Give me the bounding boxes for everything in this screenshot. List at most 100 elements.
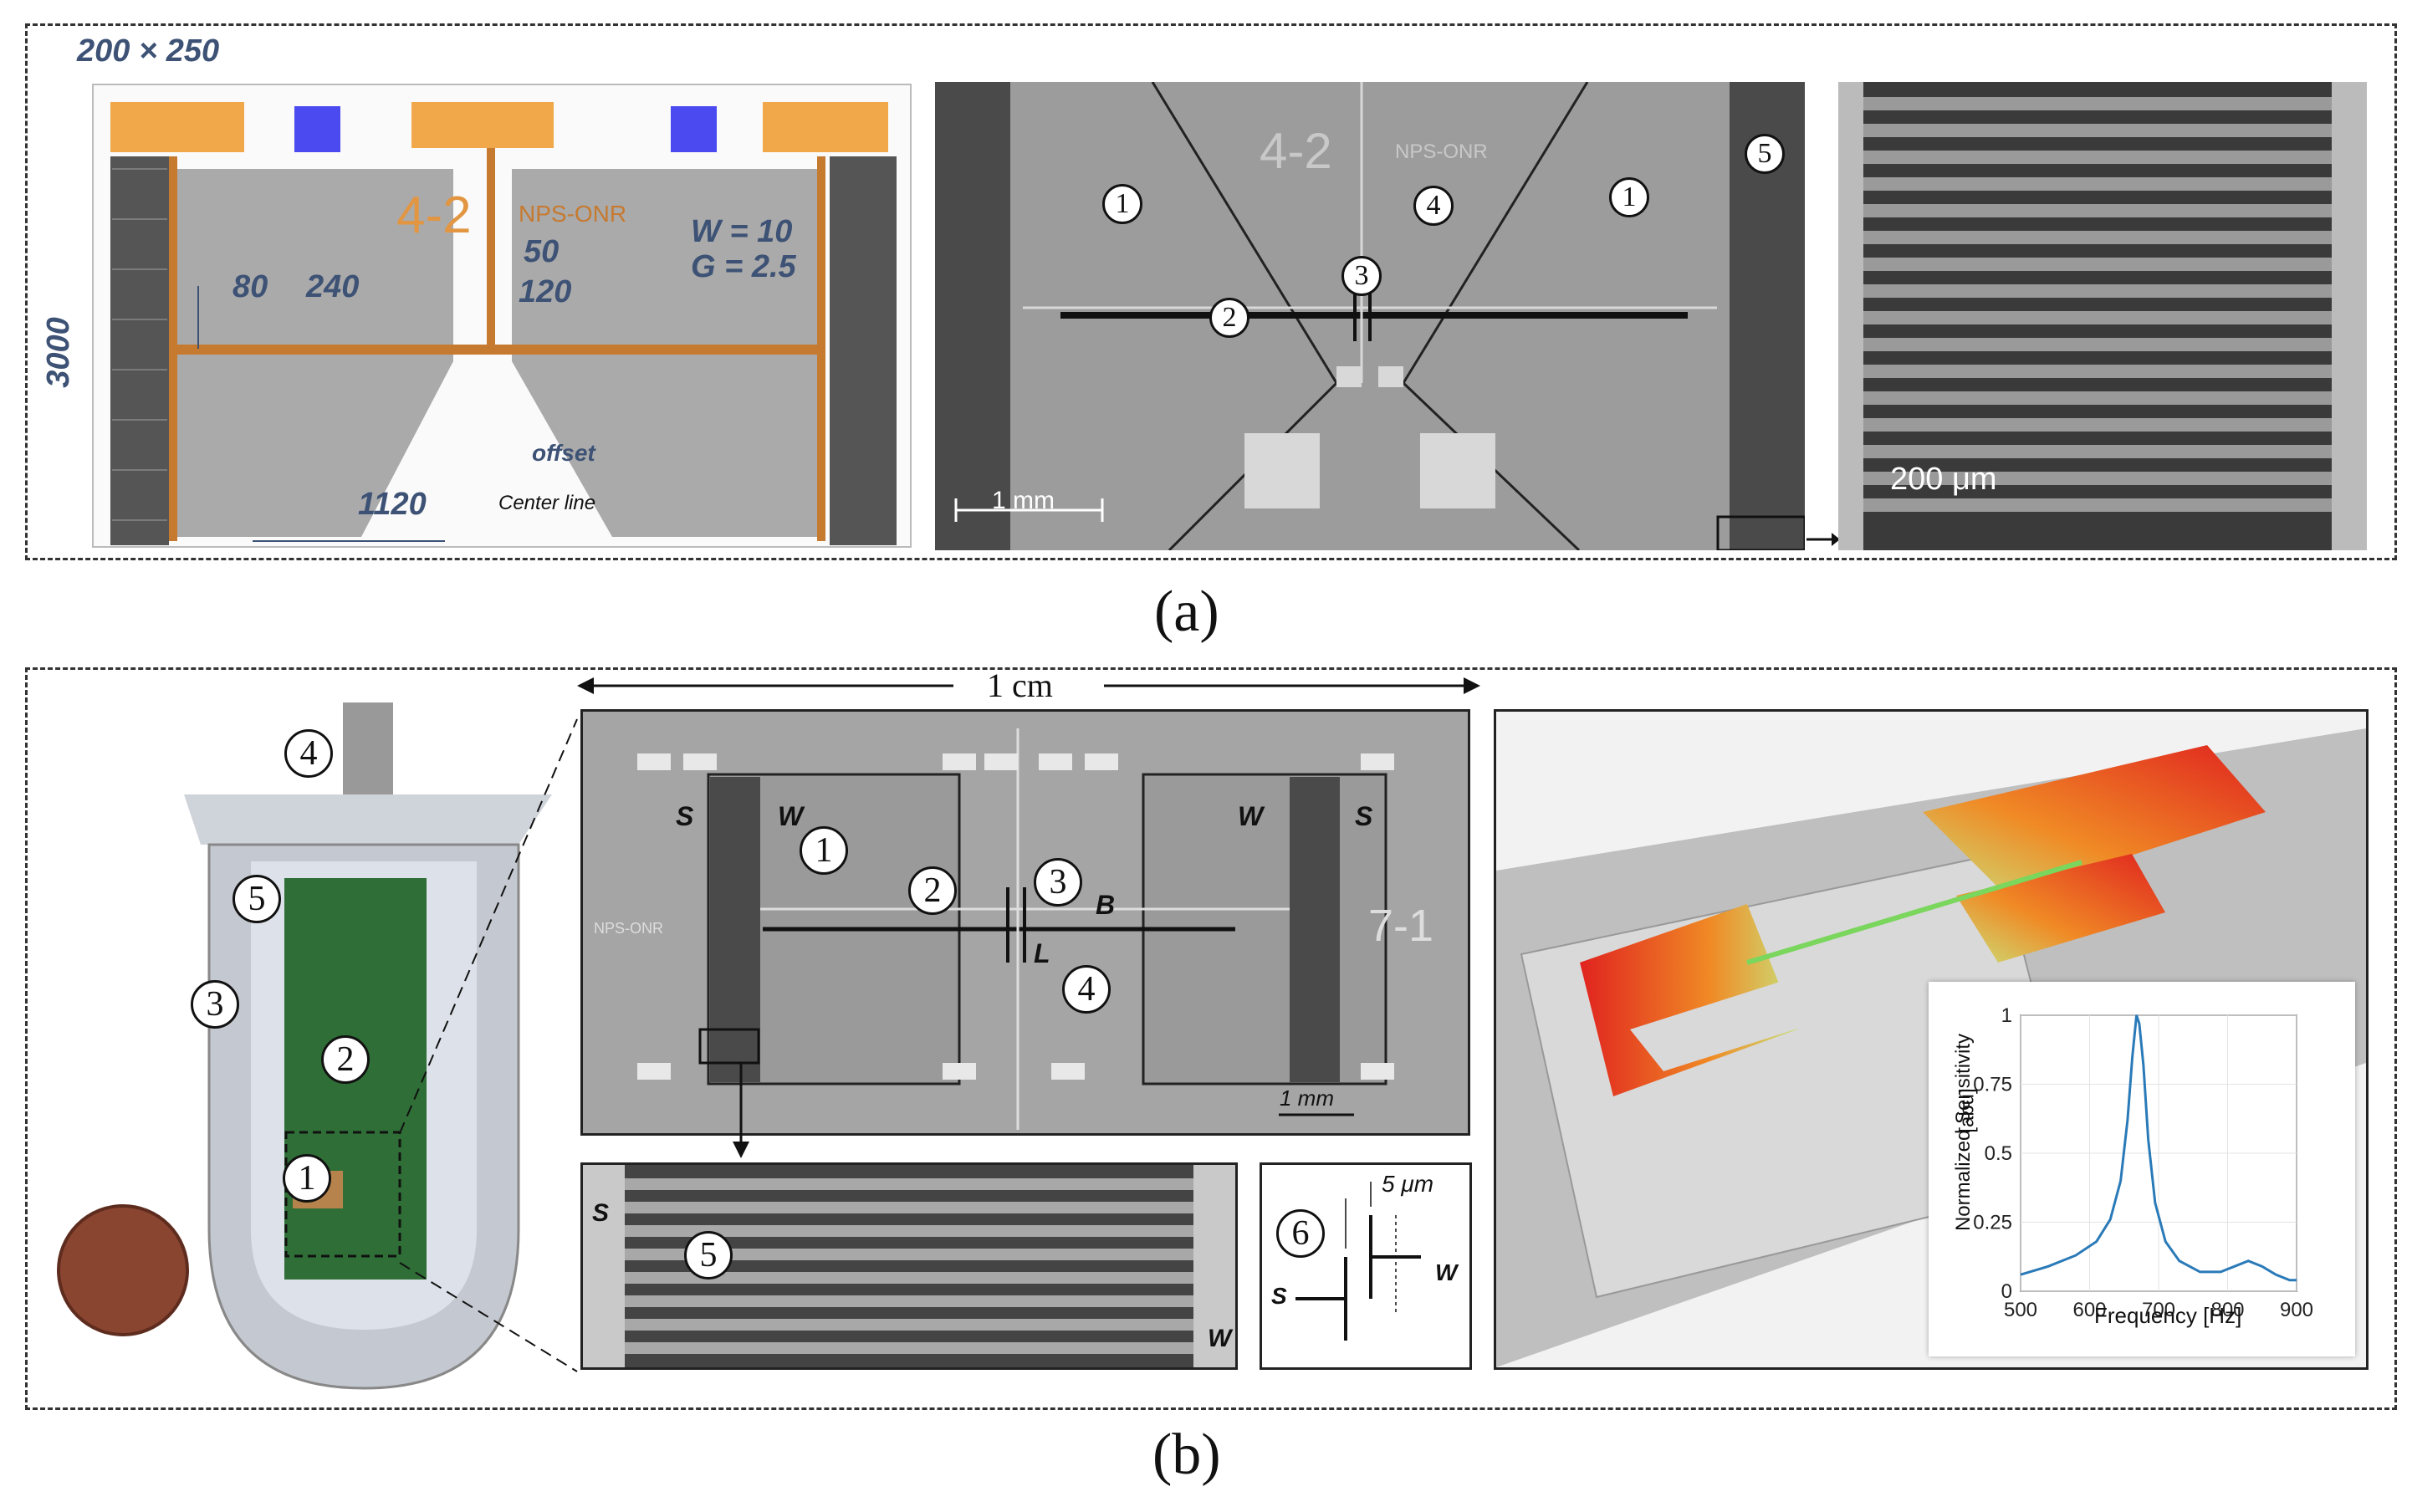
width-label: 1 cm (987, 667, 1053, 704)
left-paddle-heat (1580, 904, 1797, 1096)
sem-marker-1-left: 1 (1102, 184, 1142, 224)
comb-finger (1863, 177, 2332, 191)
inset-ytick-label: 0.25 (1973, 1212, 2012, 1234)
caption-b: (b) (1152, 1423, 1221, 1487)
zoom-scale-label: 200 μm (1890, 462, 1997, 497)
panel-b-border (25, 667, 2397, 1410)
dim-240: 240 (306, 269, 360, 304)
comb-finger (1863, 391, 2332, 405)
layout-drawing (59, 84, 912, 548)
chip-marker-4: 4 (1062, 965, 1111, 1014)
comb-finger (1863, 231, 2332, 244)
sem-org-label: NPS-ONR (1395, 140, 1488, 163)
comb-b-finger (625, 1225, 1193, 1237)
comb-finger (1863, 204, 2332, 217)
dim-1120: 1120 (358, 487, 427, 522)
sem-chip-label: 4-2 (1260, 123, 1332, 179)
comb-finger (1863, 311, 2332, 324)
gap-schematic (1260, 1162, 1472, 1370)
comb-finger (1863, 498, 2332, 512)
dim-pad: 200 × 250 (77, 33, 220, 69)
pkg-marker-2: 2 (321, 1035, 370, 1084)
comb-b-finger (625, 1319, 1193, 1331)
sem-chip-image (935, 82, 1805, 550)
comb-zoom-image (1838, 82, 2367, 550)
comb-finger (1863, 445, 2332, 458)
layout-org-label: NPS-ONR (519, 201, 627, 227)
pkg-marker-5: 5 (233, 875, 281, 923)
inset-ytick-label: 0 (2001, 1280, 2012, 1303)
width-arrow (577, 677, 1480, 694)
comb-b-image (580, 1162, 1238, 1370)
comb-b-finger (625, 1342, 1193, 1354)
comb-b-finger (625, 1272, 1193, 1284)
inset-xlabel: Frequency [Hz] (2094, 1303, 2242, 1328)
chip-label-s-left: S (676, 801, 694, 831)
dim-wg-g: G = 2.5 (691, 249, 796, 284)
chip-sem-image (580, 709, 1470, 1136)
comb-finger (1863, 97, 2332, 110)
comb-finger (1863, 258, 2332, 271)
comb-finger (1863, 338, 2332, 351)
inset-ytick-label: 0.5 (1985, 1142, 2012, 1165)
inset-xtick-label: 600 (2072, 1299, 2106, 1321)
pkg-marker-1: 1 (283, 1154, 331, 1203)
layout-chip-label: 4-2 (396, 186, 472, 244)
schematic-marker-6: 6 (1276, 1209, 1325, 1258)
sem-marker-2: 2 (1209, 298, 1249, 338)
right-paddle-heat (1923, 745, 2266, 896)
sem-svg (935, 82, 1805, 550)
chip-label-l: L (1034, 938, 1050, 968)
chip-label-b: B (1096, 890, 1116, 920)
dim-120: 120 (519, 274, 572, 309)
sem-marker-5: 5 (1745, 134, 1785, 174)
comb-finger (1863, 365, 2332, 378)
gap-schematic-svg (1295, 1182, 1421, 1341)
dim-height: 3000 (40, 317, 76, 388)
inset-sensitivity-line (2020, 1014, 2297, 1282)
dim-50: 50 (524, 234, 560, 269)
sem-marker-4: 4 (1413, 186, 1454, 226)
left-comb-b (710, 777, 760, 1082)
comb-b-finger (625, 1202, 1193, 1213)
comb-finger (1863, 151, 2332, 164)
zoom-arrow (1806, 533, 1840, 546)
panel-a-border (25, 23, 2397, 560)
chip-label-w-right: W (1238, 801, 1264, 831)
chip-sem-svg (637, 728, 1394, 1130)
center-line-label: Center line (498, 492, 596, 514)
pkg-marker-4: 4 (284, 729, 333, 778)
sem-scale-label: 1 mm (992, 487, 1055, 514)
comb-arrow (733, 1062, 749, 1158)
beam (169, 345, 825, 355)
schematic-w: W (1435, 1259, 1458, 1285)
comb-finger (1863, 418, 2332, 432)
left-comb (110, 156, 169, 545)
dim-80: 80 (233, 269, 268, 304)
comb-finger (1863, 124, 2332, 137)
left-pad-blue (294, 106, 340, 152)
dim-wg-w: W = 10 (691, 214, 793, 249)
dim-offset: offset (532, 440, 595, 466)
comb-b-marker-5: 5 (684, 1231, 733, 1280)
chip-marker-1: 1 (800, 826, 848, 875)
chip-org-label: NPS-ONR (594, 920, 664, 937)
comb-b-svg (583, 1165, 1235, 1367)
comb-b-w: W (1208, 1325, 1232, 1352)
inset-xtick-label: 700 (2142, 1299, 2175, 1321)
inset-xtick-label: 800 (2210, 1299, 2244, 1321)
right-comb-b (1290, 777, 1340, 1082)
right-comb (830, 156, 897, 545)
chip-id-label: 7-1 (1368, 901, 1434, 951)
inset-xtick-label: 900 (2280, 1299, 2313, 1321)
right-pad-blue (671, 106, 717, 152)
inset-ylabel-2: [abu] (1955, 1088, 1979, 1133)
chip-marker-3: 3 (1034, 858, 1082, 907)
chip-label-s-right: S (1355, 801, 1373, 831)
comb-b-finger (625, 1249, 1193, 1260)
comb-finger (1863, 472, 2332, 485)
chip-scale-label: 1 mm (1280, 1085, 1334, 1111)
pkg-marker-3: 3 (191, 980, 239, 1029)
chip-marker-2: 2 (908, 866, 957, 915)
schematic-s: S (1271, 1283, 1287, 1309)
